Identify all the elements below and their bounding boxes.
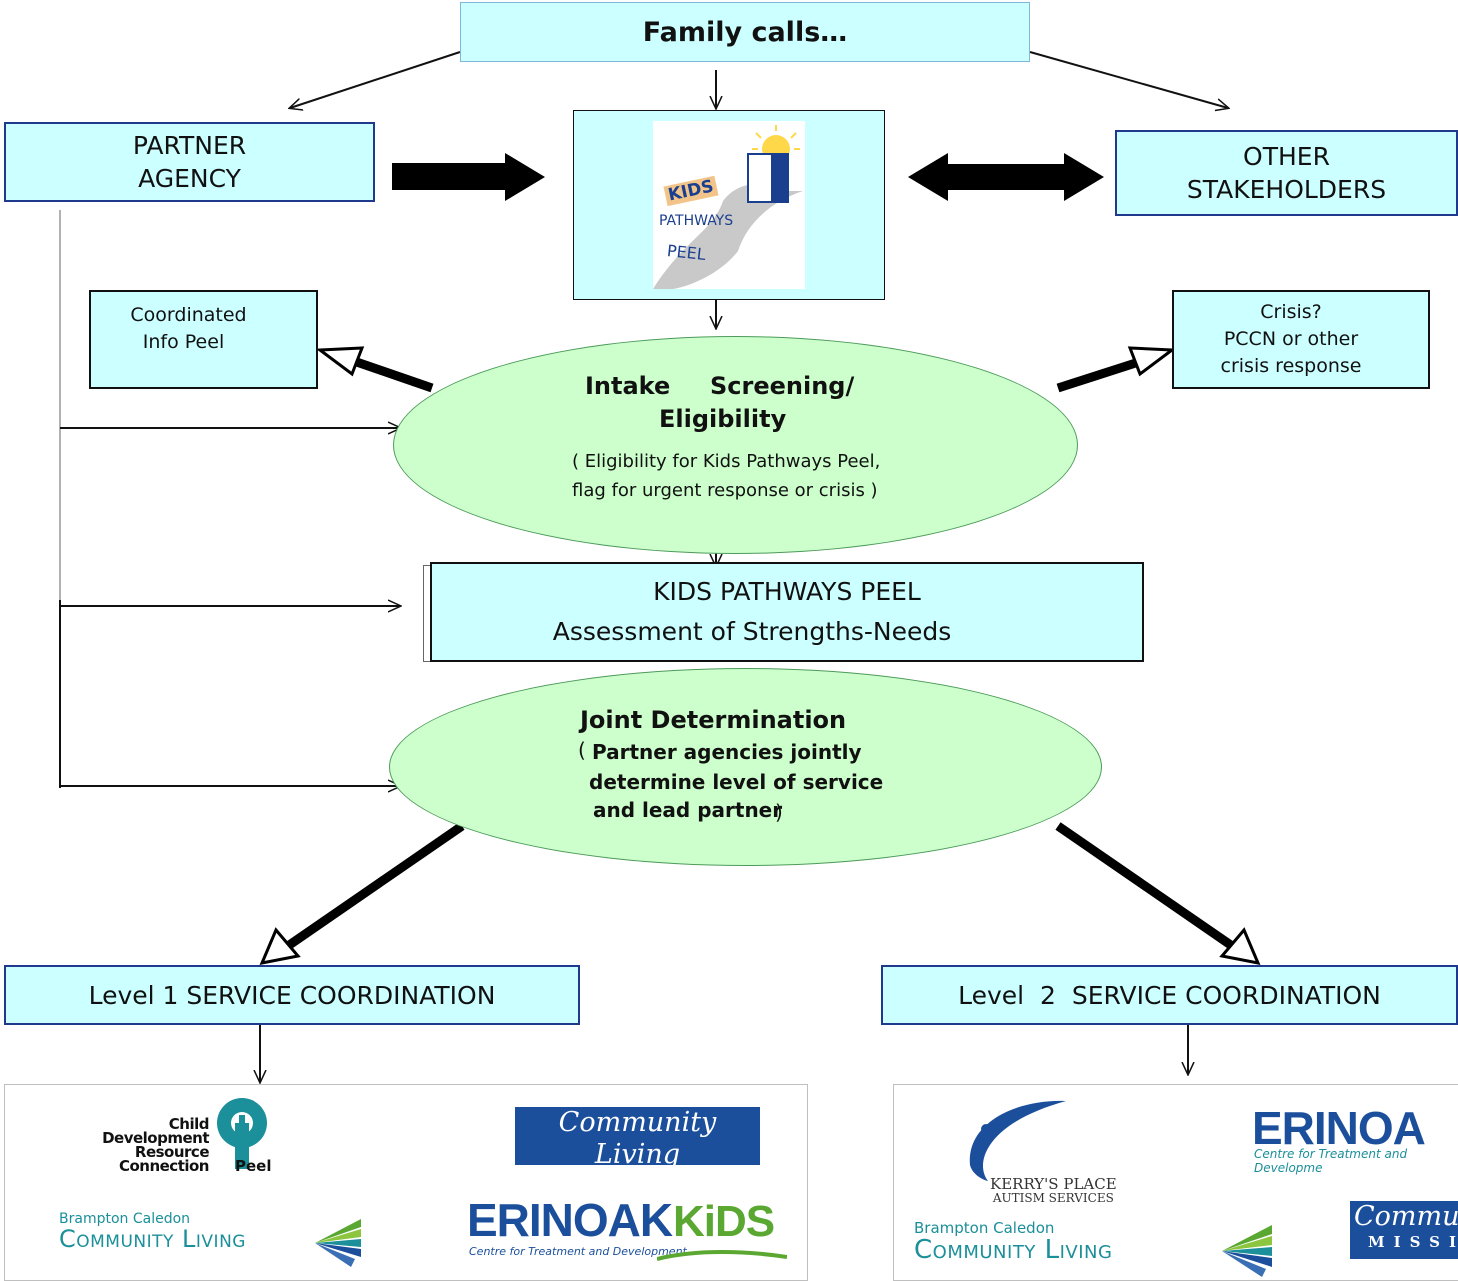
kpp-logo-graphic [653,125,803,289]
partner-line2: AGENCY [138,164,241,193]
level2-label: Level 2 SERVICE COORDINATION [958,980,1381,1010]
assessment-line2: Assessment of Strengths-Needs [552,617,952,646]
bccl-top: Brampton Caledon [59,1211,191,1227]
intake-title-screening: Screening/ [710,372,855,400]
joint-line3: and lead partner [593,798,783,822]
stakeholders-line1: OTHER [1243,142,1330,171]
crisis-box: Crisis? PCCN or other crisis response [1172,290,1430,389]
crisis-line3: crisis response [1220,355,1362,377]
joint-determination-ellipse [389,668,1102,866]
erinoak-kids: KiDS [673,1197,775,1246]
bccl2-fan-icon [1222,1225,1272,1277]
family-calls-box: Family calls… [460,2,1030,62]
intake-note-line1: ( Eligibility for Kids Pathways Peel, [572,451,881,472]
cdrc-line3: Resource [134,1143,210,1161]
thick-arrow-to-level1 [282,822,465,952]
assessment-box: KIDS PATHWAYS PEEL Assessment of Strengt… [430,562,1144,662]
level1-label: Level 1 SERVICE COORDINATION [88,980,496,1010]
kids-pathways-peel-box: KIDS PATHWAYS PEEL [573,110,885,300]
thick-arrow-partner-to-kpp [392,153,545,201]
cdrc-line2: Development [102,1129,209,1147]
cdrc-line1: Child [168,1115,210,1133]
clm-sub: MISSISSAUGA [526,1171,749,1189]
arrow-family-to-partner [290,51,461,108]
family-calls-label: Family calls… [642,16,848,48]
coordinated-info-peel-box: Coordinated Info Peel [89,290,318,389]
bccl2-logo: Brampton Caledon Community Living [914,1219,1284,1280]
clm-script: Community Living [558,1107,717,1170]
crisis-line1: Crisis? [1260,301,1322,323]
thick-arrow-to-crisis [1056,355,1147,393]
kerrys-line1: KERRY'S PLACE [990,1175,1117,1193]
clm2-script: Commun [1354,1201,1458,1232]
joint-close-paren: ) [775,800,783,824]
erinoak-kids-logo: ERINOAK KiDS Centre for Treatment and De… [467,1193,787,1273]
joint-line2: determine level of service [589,770,884,794]
thick-arrow-to-level2 [1055,822,1238,952]
stakeholders-line2: STAKEHOLDERS [1186,175,1387,204]
joint-line1: Partner agencies jointly [592,740,862,764]
intake-title-eligibility: Eligibility [659,405,787,433]
thick-arrow-to-coordinated [343,353,434,393]
coordinated-line1: Coordinated [130,304,247,326]
bccl2-main: Community Living [914,1235,1113,1265]
bccl-logo: Brampton Caledon Community Living [59,1211,379,1271]
kpp-logo-peel: PEEL [666,241,707,264]
thick-arrow-kpp-stakeholders [908,153,1104,201]
clm-logo: Community Living MISSISSAUGA [515,1107,760,1189]
kerrys-swoosh-icon [969,1100,1066,1181]
kpp-logo-pathways: PATHWAYS [659,213,734,229]
clm2-sub: MISSI [1368,1233,1458,1251]
arrow-family-to-stakeholders [1029,51,1228,108]
erinoak2-sub: Centre for Treatment and Developme [1254,1147,1408,1175]
partner-agency-box: PARTNER AGENCY [4,122,375,202]
cdrc-y-icon [217,1098,267,1169]
erinoak-main: ERINOAK [467,1194,673,1246]
crisis-line2: PCCN or other [1223,328,1359,350]
erinoak-logo-partial: ERINOA Centre for Treatment and Developm… [1252,1101,1458,1175]
bccl-fan-icon [315,1219,361,1267]
kerrys-place-logo: KERRY'S PLACE AUTISM SERVICES [956,1093,1156,1208]
intake-title-intake: Intake [585,372,671,400]
intake-note-line2: flag for urgent response or crisis ) [572,480,878,501]
joint-open-paren: ( [578,738,586,762]
erinoak-sub: Centre for Treatment and Development [469,1245,687,1258]
joint-title: Joint Determination [580,706,847,734]
clm2-logo-partial: Commun MISSI [1350,1201,1458,1259]
intake-screening-ellipse [393,336,1078,554]
level2-partner-logos: KERRY'S PLACE AUTISM SERVICES ERINOA Cen… [893,1084,1458,1281]
cdrc-logo: Child Development Resource Connection Pe… [87,1095,287,1177]
other-stakeholders-box: OTHER STAKEHOLDERS [1115,130,1458,216]
level1-service-box: Level 1 SERVICE COORDINATION [4,965,580,1025]
assessment-line1: KIDS PATHWAYS PEEL [653,577,921,606]
kids-pathways-peel-logo: KIDS PATHWAYS PEEL [653,121,805,289]
cdrc-line4: Connection [118,1157,210,1175]
erinoak2-main: ERINOA [1252,1102,1426,1154]
cdrc-peel: Peel [235,1157,272,1175]
bccl-main: Community Living [59,1225,246,1253]
level1-partner-logos: Child Development Resource Connection Pe… [4,1084,808,1281]
bccl2-top: Brampton Caledon [914,1219,1055,1237]
level2-service-box: Level 2 SERVICE COORDINATION [881,965,1458,1025]
kerrys-line2: AUTISM SERVICES [992,1191,1114,1205]
coordinated-line2: Info Peel [142,331,225,353]
erinoak-swoosh [657,1250,787,1261]
partner-line1: PARTNER [132,131,247,160]
